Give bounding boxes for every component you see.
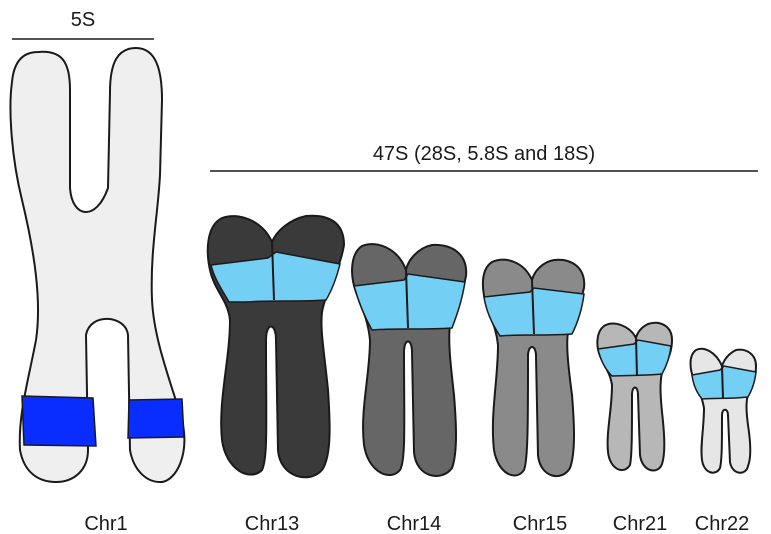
chromosome-chr14 (352, 244, 466, 476)
forty-seven-s-label: 47S (28S, 5.8S and 18S) (373, 143, 595, 165)
chr1-label: Chr1 (84, 513, 127, 534)
chr1-5s-band-right (128, 399, 184, 438)
chr14-label: Chr14 (387, 513, 441, 534)
chr13-label: Chr13 (245, 513, 299, 534)
chromosome-chr1 (10, 48, 184, 482)
chromosome-chr22 (691, 349, 757, 473)
chromosome-chr21 (597, 323, 672, 471)
chr21-label: Chr21 (613, 513, 667, 534)
chromosome-chr15 (483, 260, 584, 476)
chromosome-chr13 (208, 216, 344, 478)
chr1-5s-band-left (22, 396, 96, 446)
chr15-label: Chr15 (513, 513, 567, 534)
chr22-label: Chr22 (695, 513, 749, 534)
five-s-label: 5S (71, 9, 95, 31)
